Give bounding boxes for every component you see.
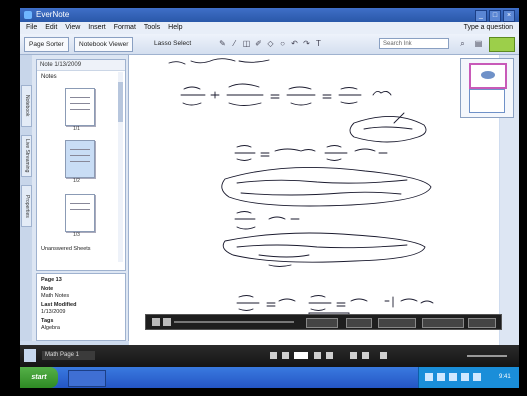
menu-format[interactable]: Format (113, 24, 136, 31)
properties-name-label: Note (41, 286, 54, 292)
window-controls: _ □ × (475, 10, 515, 22)
undo-icon[interactable]: ↶ (291, 39, 298, 48)
properties-tags-value[interactable]: Algebra (41, 325, 60, 331)
tab-notebook-viewer[interactable]: Notebook Viewer (74, 37, 134, 52)
tab-page-sorter[interactable]: Page Sorter (24, 37, 69, 52)
text-icon[interactable]: T (316, 39, 321, 48)
system-tray: 9:41 (418, 367, 519, 388)
search-icon[interactable]: ⌕ (460, 39, 465, 48)
sync-button[interactable] (489, 37, 515, 52)
highlighter-icon[interactable]: ⁄ (233, 39, 236, 48)
handwritten-ink (168, 58, 434, 318)
play-icon[interactable] (152, 318, 160, 326)
minimize-button[interactable]: _ (475, 10, 487, 22)
window-title: EverNote (36, 10, 70, 19)
preview-page-selected[interactable] (469, 63, 507, 89)
tray-icon[interactable] (461, 373, 469, 381)
search-ink-input[interactable]: Search Ink (379, 38, 449, 49)
playback-mode[interactable] (346, 318, 372, 328)
properties-modified-value: 1/13/2009 (41, 309, 66, 315)
next-page-icon[interactable] (314, 352, 321, 359)
tray-icon[interactable] (473, 373, 481, 381)
lasso-select-tool[interactable]: Lasso Select (154, 40, 192, 47)
playback-speed[interactable] (306, 318, 338, 328)
pen-mode-icon[interactable] (24, 349, 36, 362)
ink-canvas[interactable] (129, 55, 499, 345)
playback-option[interactable] (422, 318, 464, 328)
playback-option[interactable] (378, 318, 416, 328)
redo-icon[interactable]: ↷ (303, 39, 310, 48)
menu-help[interactable]: Help (168, 24, 183, 31)
first-page-icon[interactable] (270, 352, 277, 359)
page-thumbnail[interactable] (65, 194, 95, 232)
stop-icon[interactable] (163, 318, 171, 326)
taskbar-app-button[interactable] (68, 370, 106, 387)
notebook-label[interactable]: Notes (41, 74, 57, 80)
tray-icon[interactable] (437, 373, 445, 381)
playback-track[interactable] (174, 321, 294, 323)
page-list-header: Note 1/13/2009 (37, 60, 125, 71)
last-page-icon[interactable] (326, 352, 333, 359)
desktop-screen: EverNote _ □ × File Edit View Insert For… (20, 8, 519, 388)
properties-tags-label: Tags (41, 318, 54, 324)
taskbar: start 9:41 (20, 367, 519, 388)
menu-tools[interactable]: Tools (143, 24, 161, 31)
page-thumbnail[interactable] (65, 88, 95, 126)
menu-insert[interactable]: Insert (88, 24, 106, 31)
scrollbar-thumb[interactable] (118, 82, 123, 122)
eraser-icon[interactable]: ◫ (242, 39, 251, 48)
zoom-slider[interactable] (467, 355, 507, 357)
pen-icon-2[interactable]: ✐ (255, 39, 262, 48)
thumbnail-label: 1/3 (73, 232, 80, 238)
menu-file[interactable]: File (26, 24, 38, 31)
grid-icon[interactable] (362, 352, 369, 359)
maximize-button[interactable]: □ (489, 10, 501, 22)
view-icon[interactable]: ▤ (474, 39, 483, 48)
start-button[interactable]: start (20, 367, 58, 388)
page-thumbnail-selected[interactable] (65, 140, 95, 178)
menu-bar: File Edit View Insert Format Tools Help … (20, 22, 519, 34)
vtab-live-streaming[interactable]: Live Streaming (21, 135, 32, 177)
vtab-notebook[interactable]: Notebook (21, 85, 32, 127)
playback-close[interactable] (468, 318, 496, 328)
app-icon (24, 11, 32, 19)
tray-icon[interactable] (449, 373, 457, 381)
pen-icon[interactable]: ✎ (219, 39, 226, 48)
circle-icon[interactable]: ○ (280, 39, 285, 48)
status-bar: Math Page 1 (20, 345, 519, 367)
shape-icon[interactable]: ◇ (267, 39, 274, 48)
clock: 9:41 (499, 374, 511, 380)
preview-page[interactable] (469, 89, 505, 113)
tray-icon[interactable] (425, 373, 433, 381)
properties-panel: Page 13 Note Math Notes Last Modified 1/… (36, 273, 126, 341)
zoom-out-icon[interactable] (380, 352, 387, 359)
sidebar-vertical-tabs: Notebook Live Streaming Properties (20, 55, 32, 341)
page-number-input[interactable] (294, 352, 308, 359)
properties-name-value[interactable]: Math Notes (41, 293, 70, 299)
page-name: Math Page 1 (42, 351, 95, 360)
window-titlebar: EverNote _ □ × (20, 8, 519, 22)
ink-playback-bar (145, 314, 502, 330)
menu-view[interactable]: View (65, 24, 81, 31)
right-panel (500, 55, 519, 345)
vtab-properties[interactable]: Properties (21, 185, 32, 227)
menu-edit[interactable]: Edit (45, 24, 58, 31)
section-label[interactable]: Unanswered Sheets (41, 246, 91, 252)
prev-page-icon[interactable] (282, 352, 289, 359)
sidebar-scrollbar[interactable] (118, 72, 123, 262)
toolbar: Page Sorter Notebook Viewer Lasso Select… (20, 34, 519, 55)
thumbnail-label: 1/1 (73, 126, 80, 132)
properties-title: Page 13 (41, 277, 62, 283)
help-question-box[interactable]: Type a question (463, 24, 513, 31)
layout-icon[interactable] (350, 352, 357, 359)
properties-modified-label: Last Modified (41, 302, 77, 308)
close-button[interactable]: × (503, 10, 515, 22)
thumbnail-label: 1/2 (73, 178, 80, 184)
page-preview-panel[interactable] (460, 58, 514, 118)
page-list-panel: Note 1/13/2009 Notes 1/1 1/2 1/3 Unanswe… (36, 59, 126, 271)
sidebar: Notebook Live Streaming Properties Note … (20, 55, 129, 341)
